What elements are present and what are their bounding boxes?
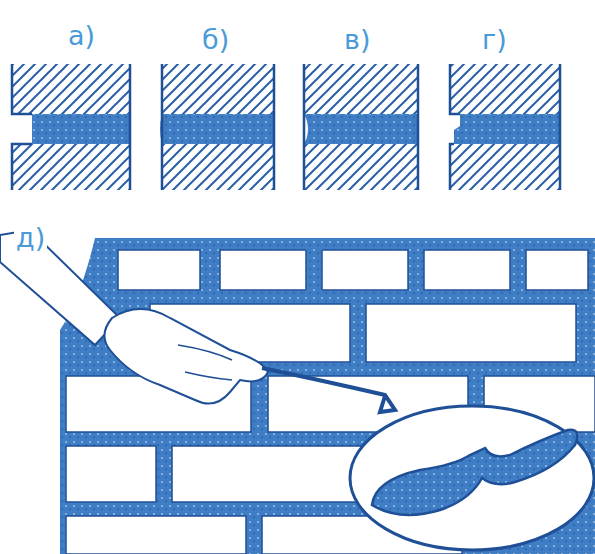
brick-wall <box>60 238 595 554</box>
tool-inset <box>350 406 594 550</box>
panel-letter: г) <box>482 26 507 53</box>
panel-letter: а) <box>68 22 95 49</box>
panel-letter: в) <box>344 26 370 53</box>
joint-profile-b <box>160 64 274 190</box>
joint-profile-v <box>304 64 418 190</box>
joint-profile-g <box>450 64 560 190</box>
joint-profile-a <box>12 64 130 190</box>
panel-letter: д) <box>14 224 47 251</box>
panel-letter: б) <box>202 26 229 53</box>
hand-with-jointer <box>0 230 395 412</box>
